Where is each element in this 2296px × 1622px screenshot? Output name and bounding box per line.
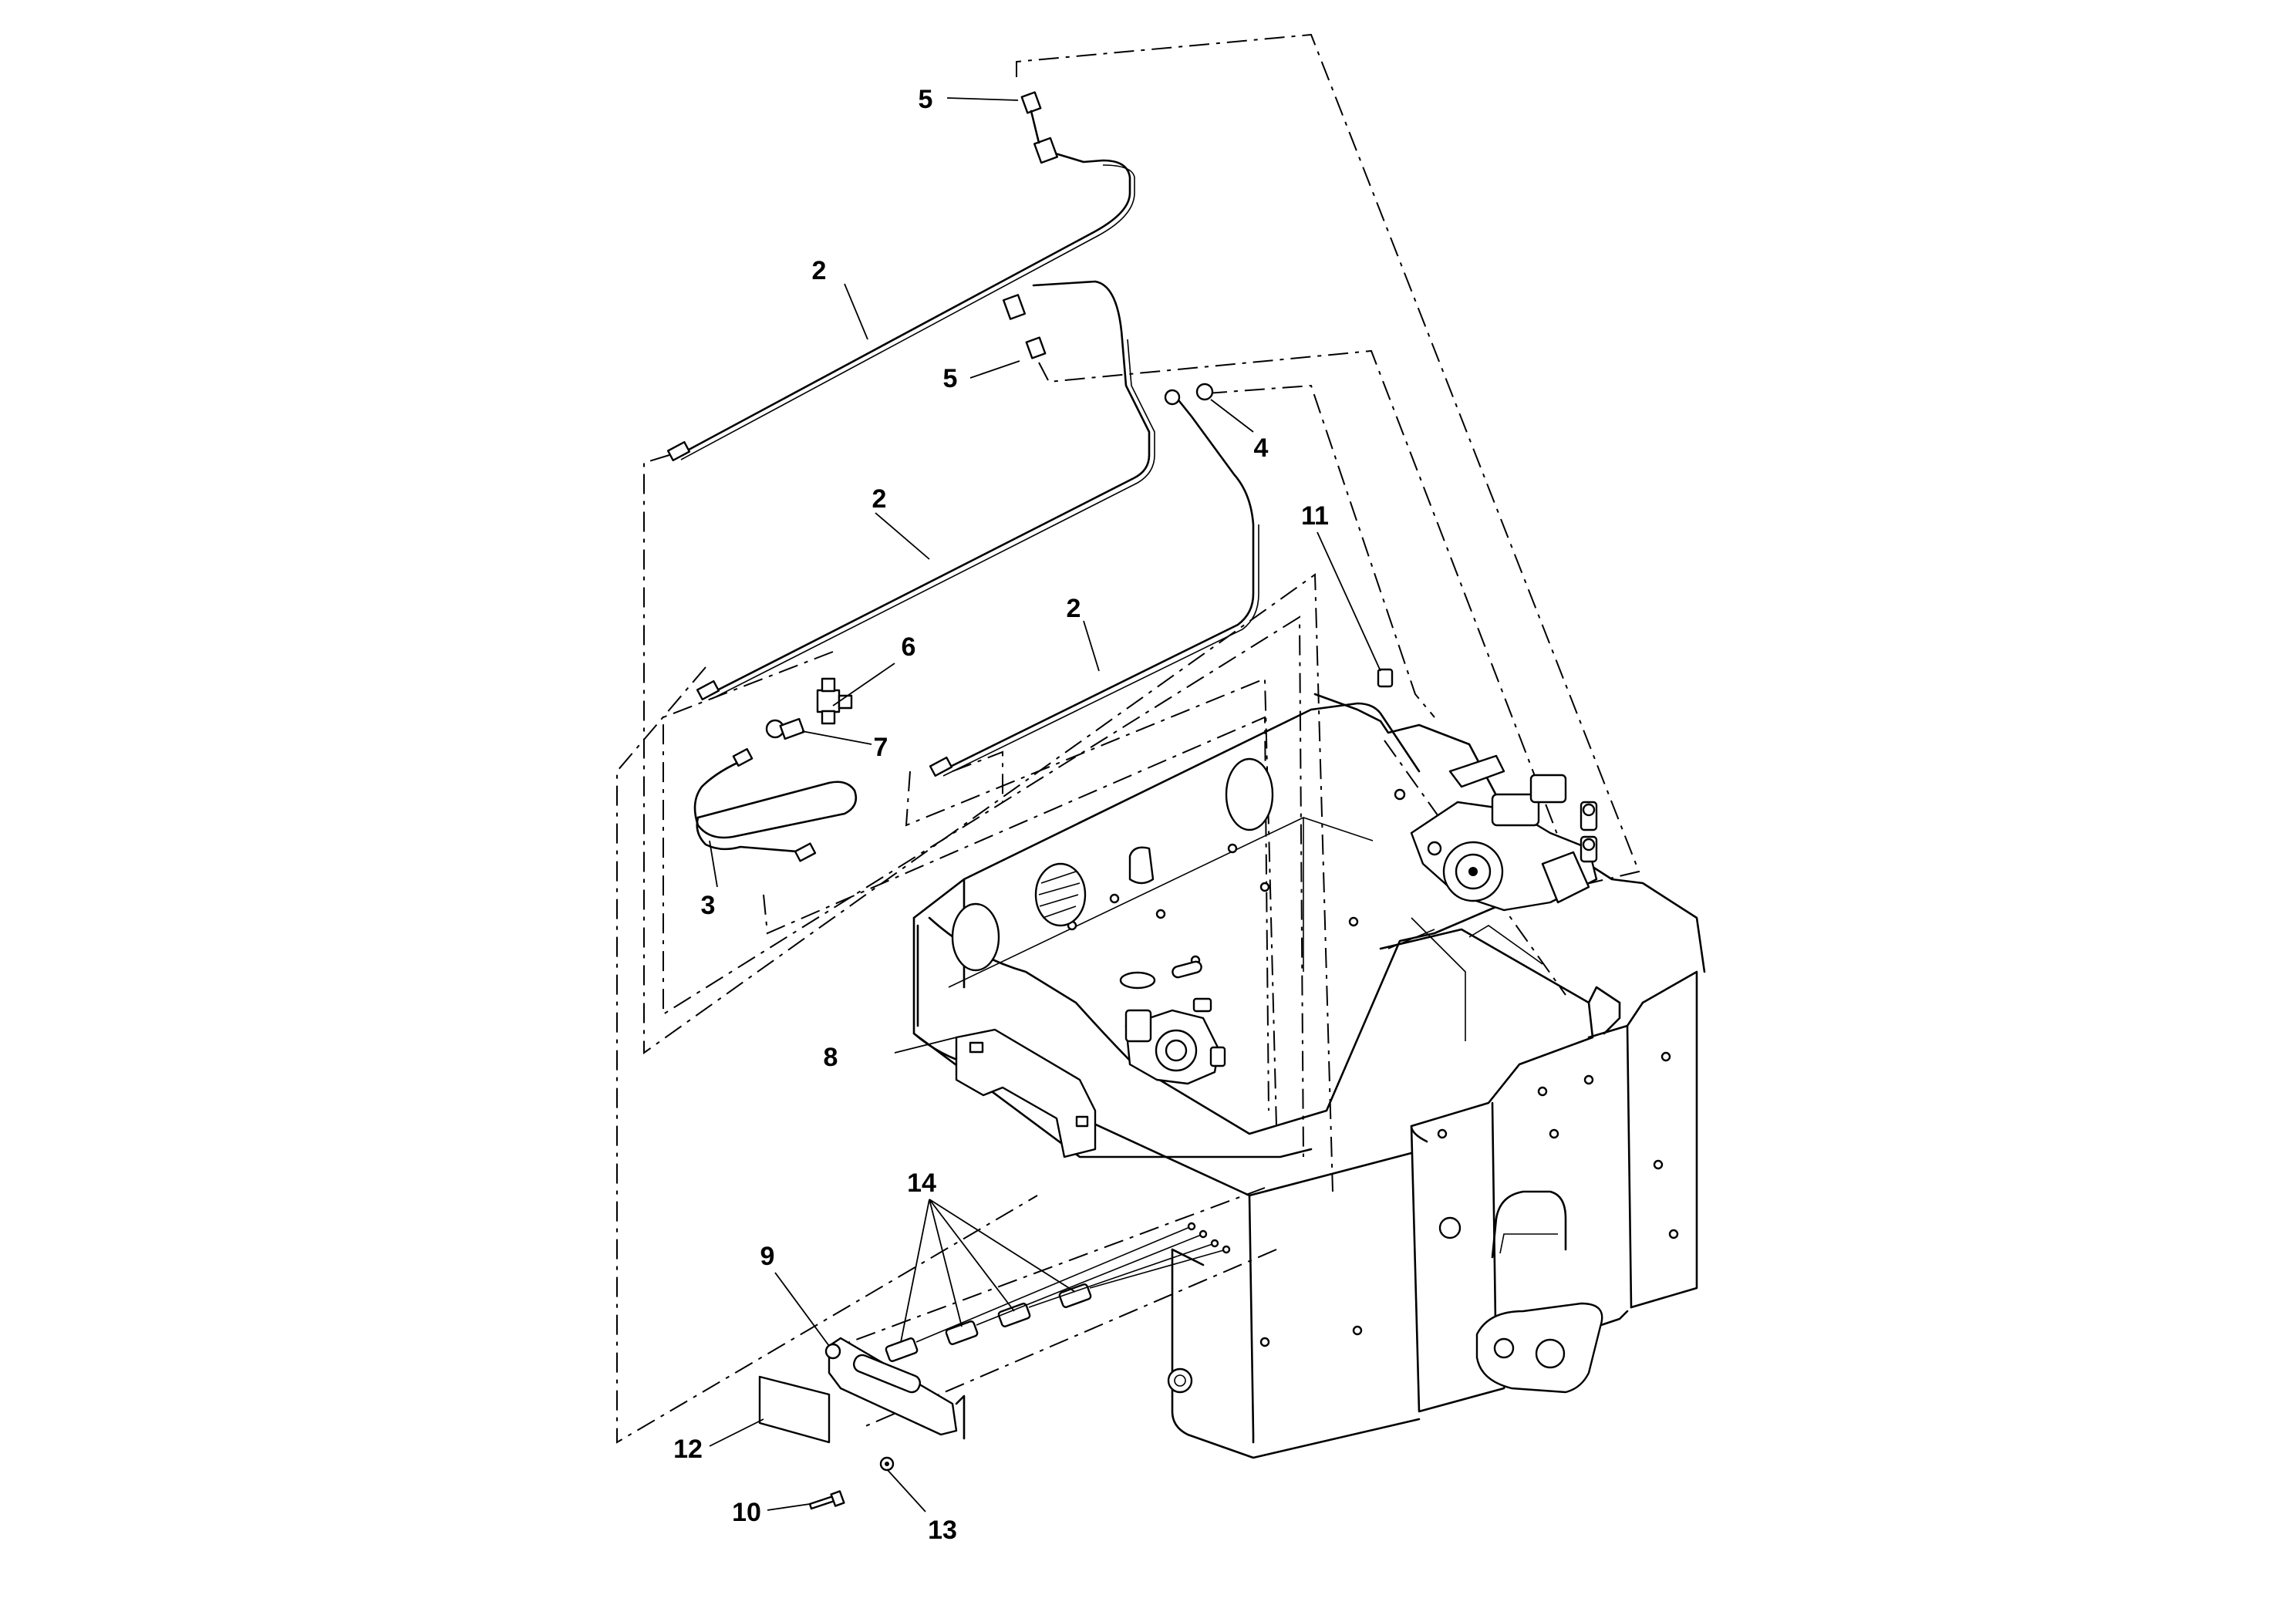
callout-12: 12 [673,1435,703,1464]
callout-10: 10 [732,1498,761,1527]
fitting-5-top [1020,91,1058,164]
fitting-tube-ends [666,440,953,862]
callout-2-middle: 2 [872,484,887,514]
callout-14: 14 [907,1168,936,1198]
callout-7: 7 [874,733,888,762]
callout-9: 9 [760,1242,775,1271]
callout-2-top: 2 [812,256,827,285]
tube-middle [708,280,1155,700]
callout-8: 8 [824,1043,838,1072]
tee-fitting-6 [816,677,853,725]
decal-12 [758,1375,831,1444]
screw-10 [808,1490,845,1510]
lower-bracket [824,1337,966,1440]
callout-11: 11 [1301,501,1329,531]
callout-2-lower: 2 [1067,594,1081,623]
callout-6: 6 [902,632,916,662]
main-frame [912,693,1706,1459]
callout-5-mid: 5 [943,364,958,393]
couplings [885,1222,1231,1362]
callout-13: 13 [928,1516,957,1545]
tube-lower [939,396,1259,777]
callout-3: 3 [701,891,716,920]
tank-openings [951,757,1274,990]
fitting-11 [1377,668,1394,688]
callout-4: 4 [1254,433,1269,463]
pump-assembly [1410,754,1598,912]
callouts: 5 2 5 4 2 11 2 6 7 3 8 14 9 12 10 13 [673,85,1329,1545]
fitting-5-mid [1002,294,1047,359]
fitting-4 [1164,383,1214,406]
washer-13 [879,1456,895,1472]
tube-upper [677,149,1135,460]
center-motor [1124,997,1226,1085]
assembly-dash-lines [616,33,1640,1444]
handle-bracket [955,1028,1097,1158]
callout-5-top: 5 [919,85,933,114]
fitting-7 [765,717,805,740]
leader-lines [709,97,1381,1512]
tube-coil [693,758,858,854]
